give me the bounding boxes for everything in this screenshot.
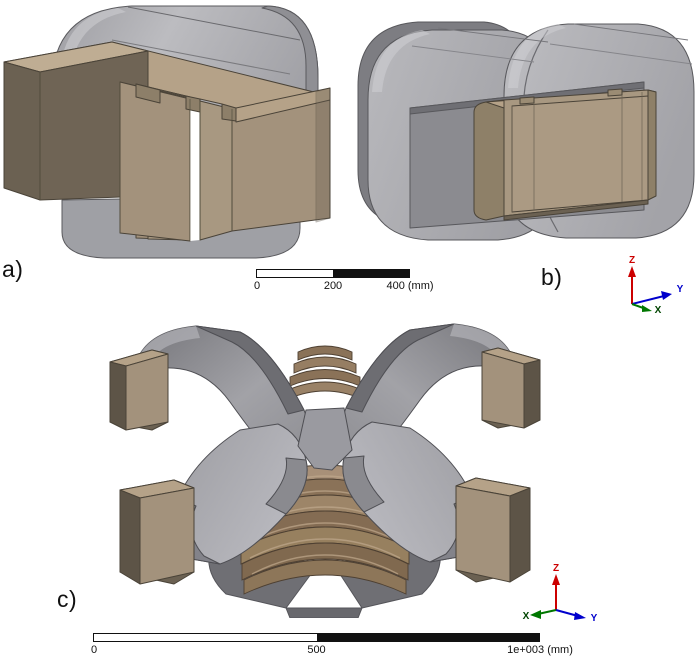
triad-bottom: Z Y X xyxy=(512,562,602,624)
panel-a-winding xyxy=(3,41,331,242)
scalebar-bottom-tick-2: 1e+003 (mm) xyxy=(507,644,573,656)
triad-top: Z Y X xyxy=(608,252,698,314)
scalebar-bottom-filled xyxy=(316,634,539,641)
panel-b-winding xyxy=(473,88,657,221)
panel-b-render xyxy=(352,0,700,268)
svg-text:Y: Y xyxy=(591,613,598,624)
scalebar-bottom-tick-0: 0 xyxy=(91,644,98,656)
scalebar-top-tick-0: 0 xyxy=(254,280,261,292)
axis-y-bottom: Y xyxy=(555,609,598,624)
svg-text:Z: Z xyxy=(629,255,635,266)
axis-z-bottom: Z xyxy=(552,563,560,610)
scalebar-bottom: 0 500 1e+003 (mm) xyxy=(91,633,573,660)
scalebar-bottom-tick-1: 500 xyxy=(307,644,326,656)
panel-c-winding-blocks xyxy=(109,347,541,585)
svg-text:Y: Y xyxy=(677,284,684,295)
axis-x-top: X xyxy=(631,303,662,314)
scalebar-bottom-ticks: 0 500 1e+003 (mm) xyxy=(91,644,573,660)
svg-text:X: X xyxy=(523,611,530,622)
svg-text:Z: Z xyxy=(553,563,559,574)
scalebar-top-tick-2: 400 (mm) xyxy=(386,280,434,292)
panel-c-label: c) xyxy=(57,586,78,612)
scalebar-top-ticks: 0 200 400 (mm) xyxy=(254,280,434,296)
scalebar-bottom-bar xyxy=(93,633,540,642)
axis-z-top: Z xyxy=(628,255,636,304)
panel-a-render xyxy=(0,0,350,270)
panel-a-label: a) xyxy=(2,256,24,282)
svg-text:X: X xyxy=(655,305,662,314)
scalebar-top-filled xyxy=(333,270,409,277)
axis-x-bottom: X xyxy=(523,609,557,622)
panel-c-render xyxy=(100,318,550,618)
scalebar-top-bar xyxy=(256,269,410,278)
axis-y-top: Y xyxy=(631,284,684,305)
scalebar-top-tick-1: 200 xyxy=(323,280,343,292)
panel-b-label: b) xyxy=(541,264,563,290)
scalebar-top: 0 200 400 (mm) xyxy=(254,269,434,296)
